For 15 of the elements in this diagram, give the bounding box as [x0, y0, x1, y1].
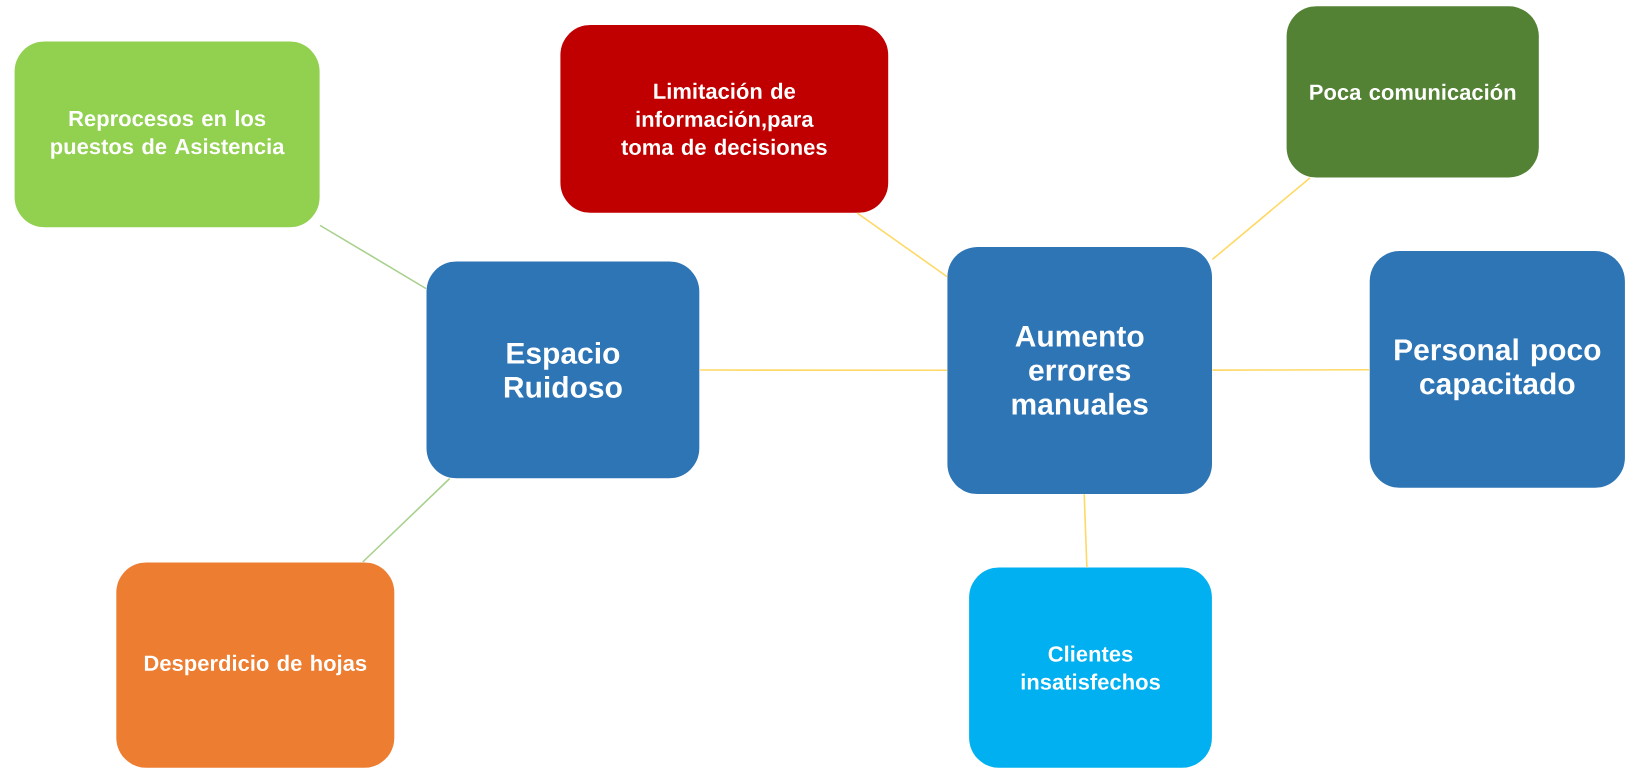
connector-line: [856, 212, 948, 278]
connector-line: [361, 477, 451, 563]
connector-line: [698, 369, 948, 372]
connector-line: [1083, 493, 1088, 568]
connector-line: [1211, 177, 1311, 261]
topic-box: Poca comunicación: [1286, 6, 1539, 178]
topic-box: Limitación de información,para toma de decisiones: [560, 24, 889, 213]
topic-box: Espacio Ruidoso: [426, 261, 700, 479]
topic-box: Aumento errores manuales: [947, 246, 1212, 494]
topic-box: Reprocesos en los puestos de Asistencia: [14, 41, 320, 228]
topic-box: Personal poco capacitado: [1369, 251, 1625, 488]
connector-line: [319, 224, 427, 290]
topic-box: Clientes insatisfechos: [969, 567, 1212, 768]
topic-box: Desperdicio de hojas: [116, 562, 395, 768]
connector-line: [1211, 368, 1371, 371]
